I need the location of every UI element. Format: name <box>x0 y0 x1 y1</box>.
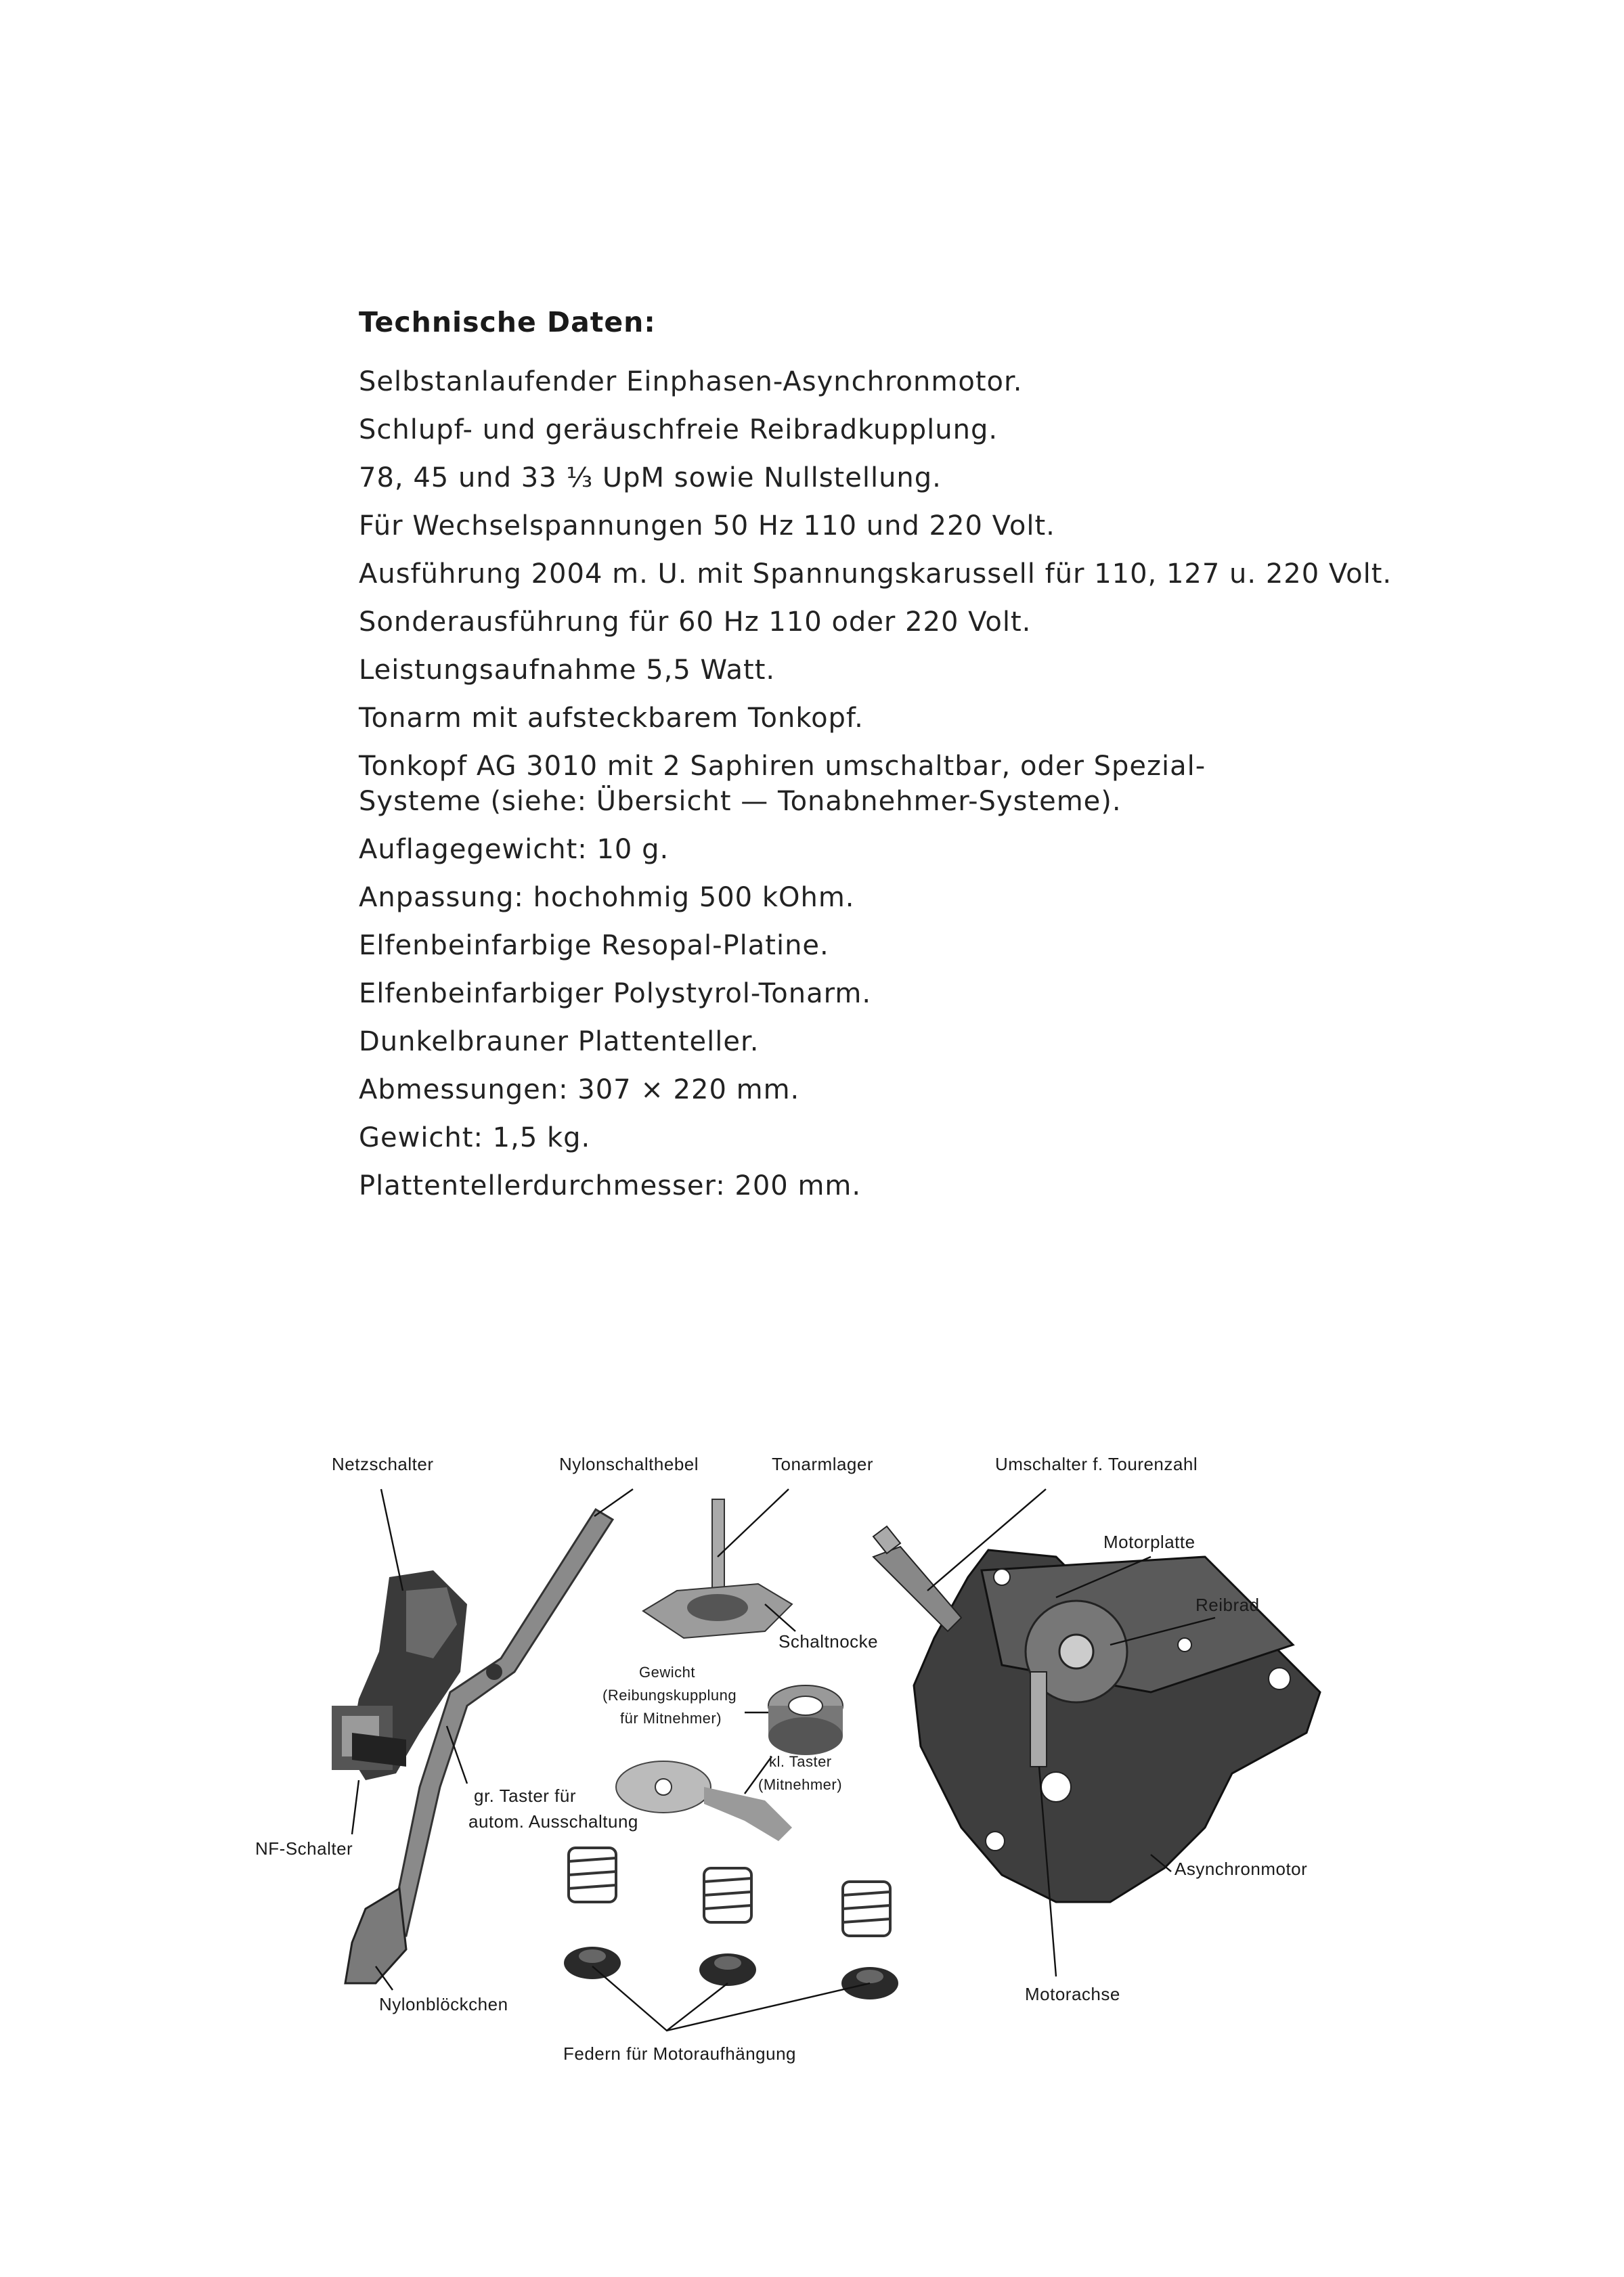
label-federn: Federn für Motoraufhängung <box>563 2043 796 2064</box>
spec-line-text: Elfenbeinfarbiger Polystyrol-Tonarm. <box>359 978 872 1009</box>
label-gr-taster-1: gr. Taster für <box>474 1786 576 1806</box>
spec-line: Tonarm mit aufsteckbarem Tonkopf. <box>359 701 1374 736</box>
label-reibrad: Reibrad <box>1195 1595 1260 1615</box>
netzschalter-part <box>332 1570 467 1780</box>
spec-line-text: Tonarm mit aufsteckbarem Tonkopf. <box>359 703 864 734</box>
spec-line: Anpassung: hochohmig 500 kOhm. <box>359 880 1374 915</box>
gewicht-part <box>768 1685 843 1755</box>
nylonbloeckchen-part <box>344 1886 408 1985</box>
spec-line-text: Auflagegewicht: 10 g. <box>359 834 670 865</box>
spec-line-text: Selbstanlaufender Einphasen-Asynchronmot… <box>359 366 1023 397</box>
spec-line-text: Plattentellerdurchmesser: 200 mm. <box>359 1170 862 1201</box>
spec-line-text: Dunkelbrauner Plattenteller. <box>359 1026 760 1057</box>
leader-lines <box>351 1488 1216 2032</box>
spec-line-text: Leistungsaufnahme 5,5 Watt. <box>359 655 776 686</box>
spec-line: Elfenbeinfarbiger Polystyrol-Tonarm. <box>359 976 1374 1011</box>
spec-line-text: Gewicht: 1,5 kg. <box>359 1122 591 1153</box>
tonarmlager-part <box>642 1499 793 1639</box>
label-nylonbloeckchen: Nylonblöckchen <box>379 1994 508 2014</box>
label-umschalter: Umschalter f. Tourenzahl <box>995 1454 1198 1474</box>
spec-line-text: Für Wechselspannungen 50 Hz 110 und 220 … <box>359 510 1055 541</box>
specs-list: Selbstanlaufender Einphasen-Asynchronmot… <box>359 364 1392 1203</box>
spec-line: 78, 45 und 33 ⅓ UpM sowie Nullstellung. <box>359 460 1374 495</box>
spec-line: Leistungsaufnahme 5,5 Watt. <box>359 653 1374 688</box>
spec-line: Dunkelbrauner Plattenteller. <box>359 1024 1374 1059</box>
spec-line: Schlupf- und geräuschfreie Reibradkupplu… <box>359 412 1374 447</box>
spec-line: Ausführung 2004 m. U. mit Spannungskarus… <box>359 556 1392 592</box>
label-schaltnocke: Schaltnocke <box>778 1631 878 1652</box>
spec-line: Für Wechselspannungen 50 Hz 110 und 220 … <box>359 508 1374 544</box>
label-kl-taster-1: kl. Taster <box>769 1753 832 1770</box>
label-netzschalter: Netzschalter <box>332 1454 434 1474</box>
spec-line-text: Anpassung: hochohmig 500 kOhm. <box>359 882 855 913</box>
spec-line-text: Sonderausführung für 60 Hz 110 oder 220 … <box>359 606 1032 638</box>
spec-line-text: Schlupf- und geräuschfreie Reibradkupplu… <box>359 414 998 445</box>
label-nylonschalthebel: Nylonschalthebel <box>559 1454 699 1474</box>
spec-line: Elfenbeinfarbige Resopal-Platine. <box>359 928 1374 963</box>
specs-heading: Technische Daten: <box>359 306 656 338</box>
spec-line-text: Tonkopf AG 3010 mit 2 Saphiren umschaltb… <box>359 751 1206 782</box>
spec-line-text: Systeme (siehe: Übersicht — Tonabnehmer-… <box>359 786 1122 817</box>
spec-line: Gewicht: 1,5 kg. <box>359 1120 1374 1155</box>
spec-line: Auflagegewicht: 10 g. <box>359 832 1374 867</box>
motor-assembly-part <box>872 1525 1321 1903</box>
kl-taster-part <box>615 1761 792 1841</box>
label-motorachse: Motorachse <box>1025 1984 1120 2004</box>
label-motorplatte: Motorplatte <box>1103 1532 1195 1552</box>
springs-part <box>564 1847 898 1999</box>
label-asynchronmotor: Asynchronmotor <box>1175 1859 1307 1879</box>
label-tonarmlager: Tonarmlager <box>772 1454 873 1474</box>
spec-line: Plattentellerdurchmesser: 200 mm. <box>359 1168 1374 1203</box>
label-gr-taster-2: autom. Ausschaltung <box>468 1811 638 1832</box>
spec-line-text: 78, 45 und 33 ⅓ UpM sowie Nullstellung. <box>359 462 942 493</box>
technical-specs: Technische Daten: Selbstanlaufender Einp… <box>359 306 1392 1216</box>
spec-line: Selbstanlaufender Einphasen-Asynchronmot… <box>359 364 1374 399</box>
label-nf-schalter: NF-Schalter <box>255 1838 353 1859</box>
label-kl-taster-2: (Mitnehmer) <box>758 1776 842 1793</box>
label-gewicht-2: (Reibungskupplung <box>602 1687 737 1704</box>
spec-line: Tonkopf AG 3010 mit 2 Saphiren umschaltb… <box>359 749 1374 819</box>
label-gewicht-1: Gewicht <box>639 1664 695 1681</box>
label-gewicht-3: für Mitnehmer) <box>620 1710 722 1727</box>
figure-labels: Netzschalter Nylonschalthebel Tonarmlage… <box>255 1454 1307 2064</box>
spec-line-text: Elfenbeinfarbige Resopal-Platine. <box>359 930 829 961</box>
spec-line-text: Ausführung 2004 m. U. mit Spannungskarus… <box>359 558 1392 590</box>
spec-line: Abmessungen: 307 × 220 mm. <box>359 1072 1374 1107</box>
spec-line: Sonderausführung für 60 Hz 110 oder 220 … <box>359 604 1374 640</box>
nylonschalthebel-part <box>388 1507 615 1937</box>
spec-line-text: Abmessungen: 307 × 220 mm. <box>359 1074 800 1105</box>
